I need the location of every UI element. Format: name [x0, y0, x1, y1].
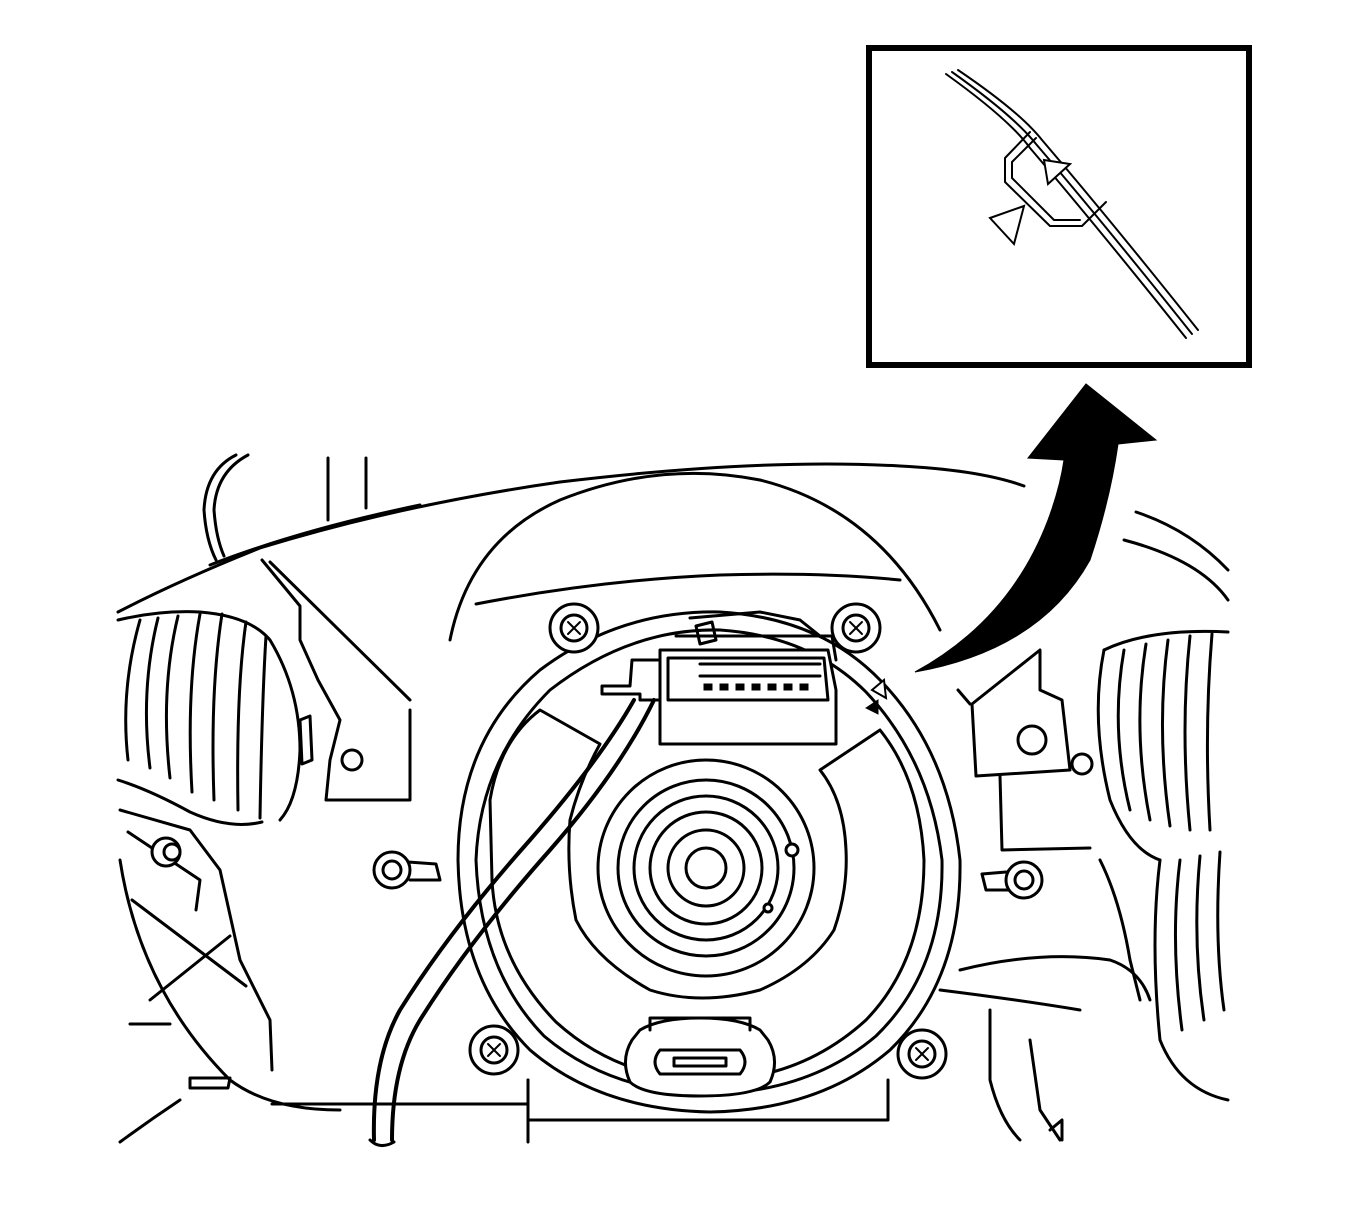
triangle-pointer-icon: [865, 699, 879, 715]
phillips-screw-icon: [830, 602, 882, 654]
curved-arrow-icon: [914, 383, 1158, 673]
triangle-pointer-icon: [870, 678, 888, 700]
phillips-screw-icon: [468, 1024, 520, 1076]
steering-column-assembly: [116, 453, 1230, 1147]
detail-inset: [866, 45, 1252, 368]
phillips-screw-icon: [896, 1028, 948, 1080]
connector-pins: [703, 683, 809, 691]
phillips-screw-icon: [548, 602, 600, 654]
triangle-pointer-icon: [988, 204, 1026, 247]
triangle-pointer-icon: [1042, 158, 1073, 186]
